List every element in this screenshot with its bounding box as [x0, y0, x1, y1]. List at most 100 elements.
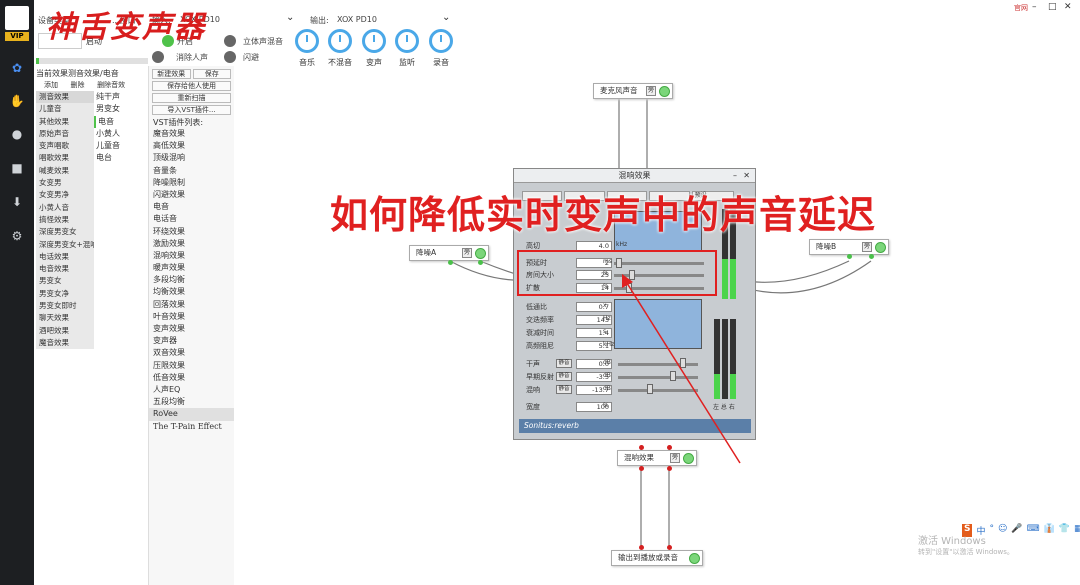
list-item[interactable]: 聊天效果: [36, 312, 94, 325]
ime-skin-icon[interactable]: 👔: [1043, 524, 1055, 534]
room-size-value[interactable]: 25: [576, 270, 612, 280]
list-item[interactable]: 电话音: [153, 214, 177, 224]
start-box[interactable]: [38, 33, 82, 49]
list-item[interactable]: 五段均衡: [153, 397, 185, 407]
list-item[interactable]: 男变女: [96, 104, 120, 114]
import-vst-button[interactable]: 导入VST插件...: [152, 105, 231, 115]
list-item[interactable]: 变声器: [153, 336, 177, 346]
predelay-slider[interactable]: [614, 262, 704, 265]
new-effect-button[interactable]: 新建效果: [152, 69, 191, 79]
output-chevron-down-icon[interactable]: ⌄: [442, 12, 451, 23]
node-output-status-icon[interactable]: [689, 553, 700, 564]
pin-denoise-a-out[interactable]: [448, 260, 453, 265]
node-denoise-a-status-icon[interactable]: [475, 248, 486, 259]
list-item[interactable]: 女变男净: [36, 189, 94, 202]
list-item[interactable]: 喊麦效果: [36, 164, 94, 178]
list-item[interactable]: 多段均衡: [153, 275, 185, 285]
list-item[interactable]: 深度男变女: [36, 226, 94, 239]
list-item[interactable]: 搞怪效果: [36, 213, 94, 227]
list-item[interactable]: 闪避效果: [153, 189, 185, 199]
bag-icon[interactable]: ■: [11, 161, 23, 175]
pin-output-in-right[interactable]: [667, 545, 672, 550]
list-item[interactable]: 深度男变女+混响: [36, 238, 94, 251]
list-item[interactable]: 电音效果: [36, 263, 94, 276]
pin-denoise-b-out[interactable]: [847, 254, 852, 259]
list-item[interactable]: 混响效果: [153, 250, 185, 260]
list-item[interactable]: The T-Pain Effect: [153, 421, 222, 431]
plugin-toolbar-button[interactable]: [522, 191, 563, 201]
ime-voice-icon[interactable]: 🎤: [1011, 524, 1023, 534]
node-output[interactable]: 输出到播放或录音: [611, 550, 703, 566]
list-item[interactable]: 男变女净: [36, 287, 94, 301]
node-reverb-bypass-button[interactable]: 旁: [670, 453, 680, 463]
reverb-slider[interactable]: [618, 389, 698, 392]
list-item[interactable]: 双音效果: [153, 348, 185, 358]
list-item[interactable]: 纯干声: [96, 92, 120, 101]
list-item[interactable]: 小黄人音: [36, 201, 94, 214]
early-slider[interactable]: [618, 376, 698, 379]
list-item[interactable]: 均衡效果: [153, 287, 185, 297]
mic-icon[interactable]: ●: [11, 127, 23, 141]
list-item[interactable]: 音量条: [153, 165, 177, 175]
damping-graph[interactable]: [614, 299, 702, 349]
plugin-titlebar[interactable]: 混响效果 – ✕: [514, 169, 755, 183]
list-item[interactable]: 电话效果: [36, 250, 94, 264]
voice-change-knob[interactable]: [362, 29, 386, 53]
minimize-button[interactable]: –: [1032, 2, 1037, 12]
vip-badge[interactable]: VIP: [5, 32, 29, 41]
param-value[interactable]: 143: [576, 315, 612, 325]
node-reverb-status-icon[interactable]: [683, 453, 694, 464]
early-mute-button[interactable]: 静音: [556, 372, 572, 381]
save-button[interactable]: 保存: [192, 69, 231, 79]
param-value[interactable]: -13.7: [576, 385, 612, 395]
enable-toggle[interactable]: [162, 35, 174, 47]
pin-reverb-out-left[interactable]: [639, 466, 644, 471]
music-volume-knob[interactable]: [295, 29, 319, 53]
list-item[interactable]: 小黄人: [96, 128, 120, 138]
node-mic[interactable]: 麦克风声音 旁: [593, 83, 673, 99]
duck-toggle[interactable]: [224, 51, 236, 63]
plugin-toolbar-button[interactable]: [564, 191, 605, 201]
delete-effect-button[interactable]: 删除: [70, 81, 85, 89]
ime-emoji-icon[interactable]: ☺: [998, 524, 1008, 534]
settings-gear-icon[interactable]: ⚙: [11, 229, 23, 243]
reverb-slider-thumb[interactable]: [647, 384, 653, 394]
dry-slider[interactable]: [618, 363, 698, 366]
plugin-toolbar-button[interactable]: [606, 191, 648, 201]
list-item[interactable]: 男变女: [36, 275, 94, 288]
list-item[interactable]: 男变女即时: [36, 300, 94, 313]
stereo-mix-toggle[interactable]: [224, 35, 236, 47]
list-item[interactable]: 变声唱歌: [36, 140, 94, 153]
list-item[interactable]: 电台: [96, 153, 112, 163]
ime-lang-icon[interactable]: 中: [976, 527, 986, 537]
input-chevron-down-icon[interactable]: ⌄: [286, 12, 295, 23]
list-item[interactable]: 变声效果: [153, 324, 185, 333]
node-denoise-a-bypass-button[interactable]: 旁: [462, 248, 472, 258]
node-denoise-a[interactable]: 降噪A 旁: [409, 245, 489, 261]
list-item[interactable]: 女变男: [36, 177, 94, 190]
list-item[interactable]: 电音: [153, 202, 169, 212]
input-device-select[interactable]: XOX PD10: [180, 15, 220, 24]
device-type-value[interactable]: ...接口: [112, 16, 136, 25]
rescan-button[interactable]: 重新扫描: [152, 93, 231, 103]
dry-slider-thumb[interactable]: [680, 358, 686, 368]
list-item[interactable]: 顶级混响: [153, 153, 185, 163]
pin-reverb-in-right[interactable]: [667, 445, 672, 450]
hand-icon[interactable]: ✋: [9, 94, 25, 108]
predelay-value[interactable]: 2: [576, 258, 612, 268]
list-item[interactable]: 叶音效果: [153, 311, 185, 321]
early-slider-thumb[interactable]: [670, 371, 676, 381]
list-item[interactable]: 其他效果: [36, 115, 94, 128]
list-item[interactable]: 降噪限制: [153, 177, 185, 187]
predelay-slider-thumb[interactable]: [616, 258, 622, 268]
official-site-link[interactable]: 官网: [1014, 4, 1028, 12]
plugin-close-button[interactable]: ✕: [743, 171, 750, 180]
node-denoise-b-bypass-button[interactable]: 旁: [862, 242, 872, 252]
node-denoise-b[interactable]: 降噪B 旁: [809, 239, 889, 255]
ime-cloth-icon[interactable]: 👕: [1058, 524, 1071, 534]
list-item[interactable]: 暖声效果: [153, 263, 185, 273]
filter-graph[interactable]: [614, 211, 702, 251]
output-device-select[interactable]: XOX PD10: [337, 15, 377, 24]
node-mic-status-icon[interactable]: [659, 86, 670, 97]
node-reverb[interactable]: 混响效果 旁: [617, 450, 697, 466]
